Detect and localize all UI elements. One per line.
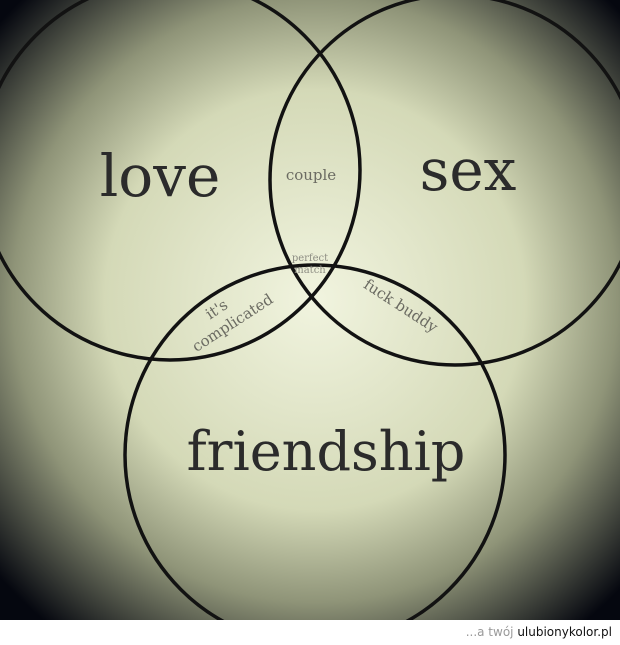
- sex-label: sex: [420, 136, 517, 204]
- footer-prefix: ...a twój: [465, 625, 518, 639]
- footer-site-link[interactable]: ulubionykolor.pl: [517, 625, 612, 639]
- perfect-label: perfect: [292, 253, 328, 264]
- sex-circle: [268, 0, 620, 367]
- love-label: love: [100, 142, 221, 210]
- love-circle: [0, 0, 362, 362]
- friendship-label: friendship: [187, 420, 466, 483]
- couple-label: couple: [286, 166, 336, 184]
- footer-credit: ...a twój ulubionykolor.pl: [0, 620, 620, 645]
- vignette-background: [0, 0, 620, 620]
- match-label: match: [294, 265, 326, 276]
- friendship-circle: [123, 263, 507, 645]
